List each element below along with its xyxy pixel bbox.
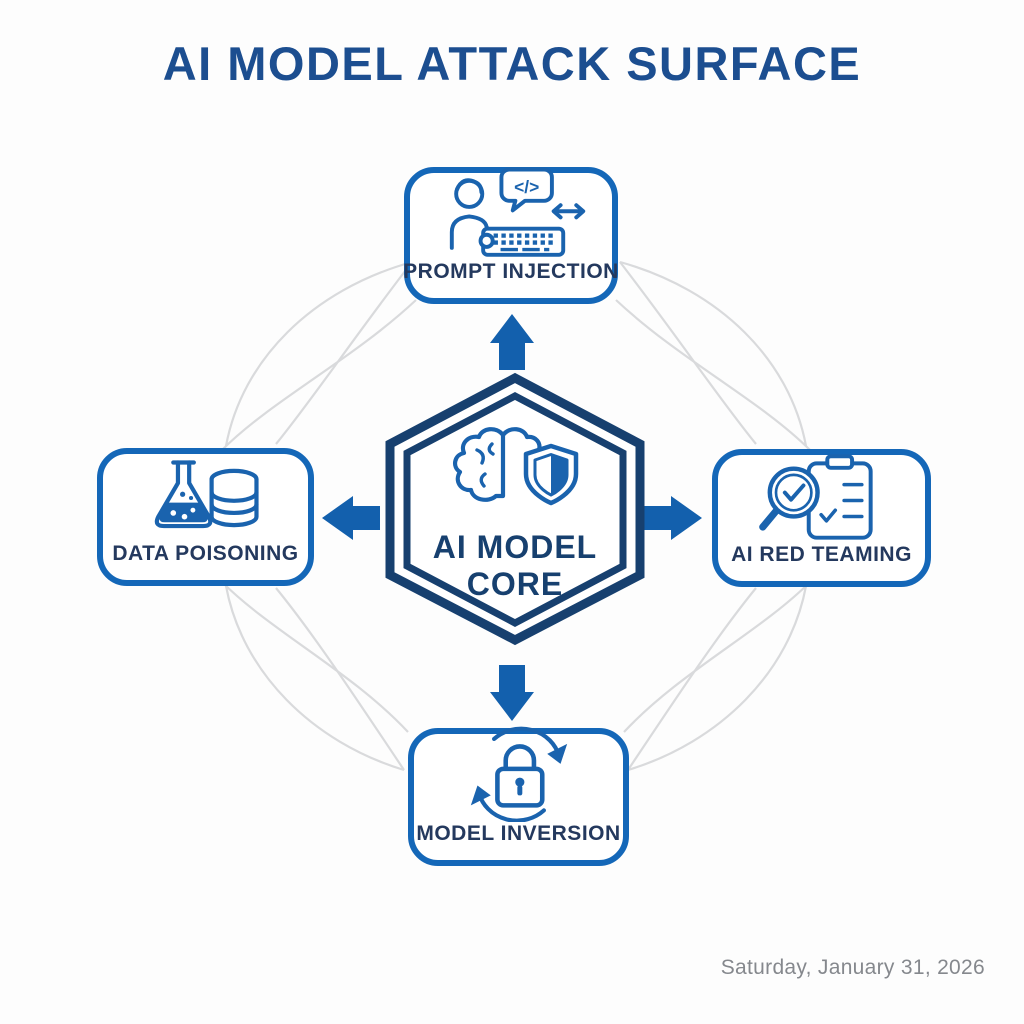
core-label-line1: AI MODEL bbox=[432, 529, 598, 565]
node-model-inversion: MODEL INVERSION bbox=[408, 726, 629, 866]
node-prompt-injection: </> PROMPT INJECTION bbox=[403, 166, 619, 304]
node-ai-red-teaming: AI RED TEAMING bbox=[712, 449, 931, 587]
footer-date: Saturday, January 31, 2026 bbox=[720, 956, 985, 979]
node-label-model-inversion: MODEL INVERSION bbox=[416, 822, 621, 845]
magnifier-checklist-icon bbox=[718, 451, 925, 543]
code-glyph: </> bbox=[514, 177, 539, 197]
arrow-down-icon bbox=[490, 665, 534, 721]
node-label-prompt-injection: PROMPT INJECTION bbox=[403, 260, 619, 283]
core-hexagon bbox=[385, 372, 645, 646]
ai-model-core: AI MODEL CORE bbox=[400, 422, 630, 603]
flask-database-icon bbox=[103, 454, 308, 542]
node-label-ai-red-teaming: AI RED TEAMING bbox=[731, 543, 912, 566]
arrow-left-icon bbox=[322, 496, 380, 540]
core-label-line2: CORE bbox=[466, 566, 564, 602]
arrow-up-icon bbox=[490, 314, 534, 370]
lock-cycle-icon bbox=[414, 724, 623, 822]
person-keyboard-code-icon: </> bbox=[410, 166, 612, 260]
connector-curves bbox=[221, 260, 811, 772]
node-label-data-poisoning: DATA POISONING bbox=[112, 542, 299, 565]
arrow-right-icon bbox=[644, 496, 702, 540]
node-data-poisoning: DATA POISONING bbox=[97, 448, 314, 586]
page-title: AI MODEL ATTACK SURFACE bbox=[162, 37, 862, 90]
brain-shield-icon bbox=[440, 422, 590, 515]
